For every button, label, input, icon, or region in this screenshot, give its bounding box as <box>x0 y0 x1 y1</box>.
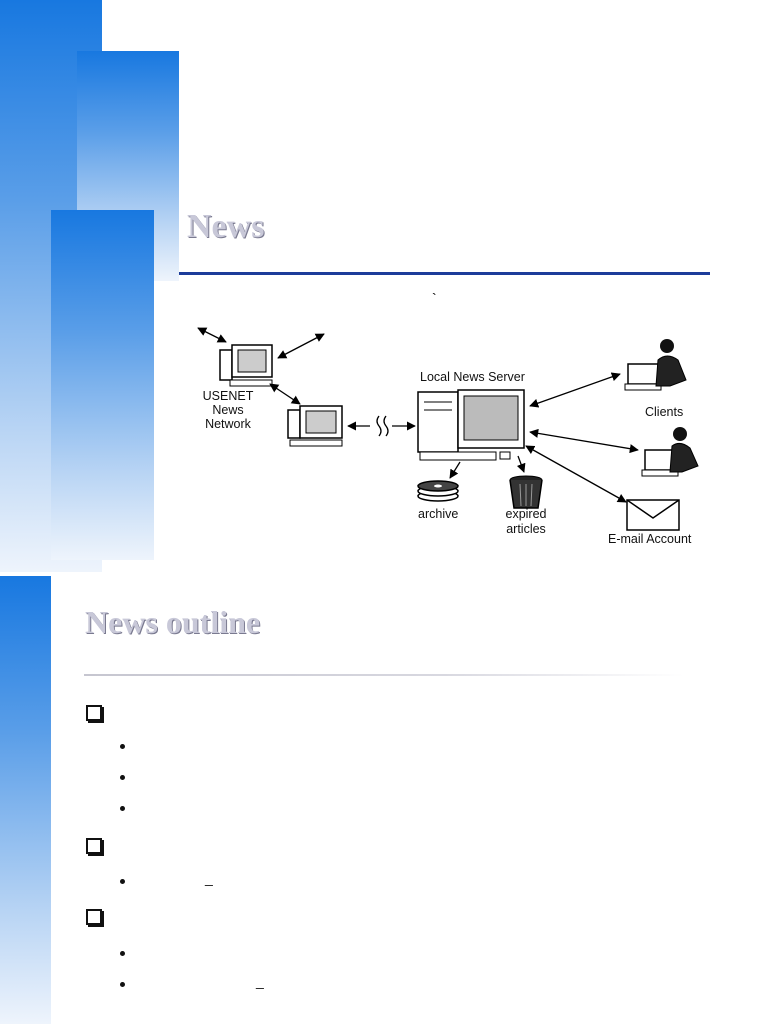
archive-label: archive <box>418 507 458 521</box>
trash-can-icon <box>509 475 543 509</box>
list-bullet <box>120 982 125 987</box>
news-network-diagram: USENET News Network Local News Server Cl… <box>197 327 699 546</box>
checkbox-bullet-icon <box>86 909 102 925</box>
underscore-mark: _ <box>256 973 264 989</box>
decor-block-middle <box>51 210 154 560</box>
checkbox-bullet-icon <box>86 705 102 721</box>
client-user-icon <box>624 339 687 391</box>
slide-title-news-outline: News outline <box>85 604 261 640</box>
email-envelope-icon <box>626 499 680 531</box>
server-label: Local News Server <box>420 370 525 384</box>
list-bullet <box>120 951 125 956</box>
usenet-computer-icon <box>219 344 273 387</box>
title-rule <box>179 272 710 275</box>
relay-computer-icon <box>287 405 343 447</box>
clients-label: Clients <box>645 405 683 419</box>
archive-disk-icon <box>417 480 459 502</box>
connection-arrows <box>197 327 639 503</box>
slide-title-news: News <box>187 208 265 245</box>
checkbox-bullet-icon <box>86 838 102 854</box>
underscore-mark: _ <box>205 870 213 886</box>
list-bullet <box>120 879 125 884</box>
usenet-label-line3: Network <box>205 417 252 431</box>
expired-label-line2: articles <box>506 522 546 536</box>
outline-rule <box>84 674 684 676</box>
server-computer-icon <box>417 389 525 461</box>
usenet-label-line1: USENET <box>203 389 254 403</box>
client-user-icon <box>641 427 699 477</box>
list-bullet <box>120 806 125 811</box>
list-bullet <box>120 775 125 780</box>
stray-mark: ` <box>432 290 437 306</box>
expired-label-line1: expired <box>506 507 547 521</box>
email-label: E-mail Account <box>608 532 692 546</box>
list-bullet <box>120 744 125 749</box>
usenet-label-line2: News <box>212 403 243 417</box>
decor-block-bottom <box>0 576 51 1024</box>
